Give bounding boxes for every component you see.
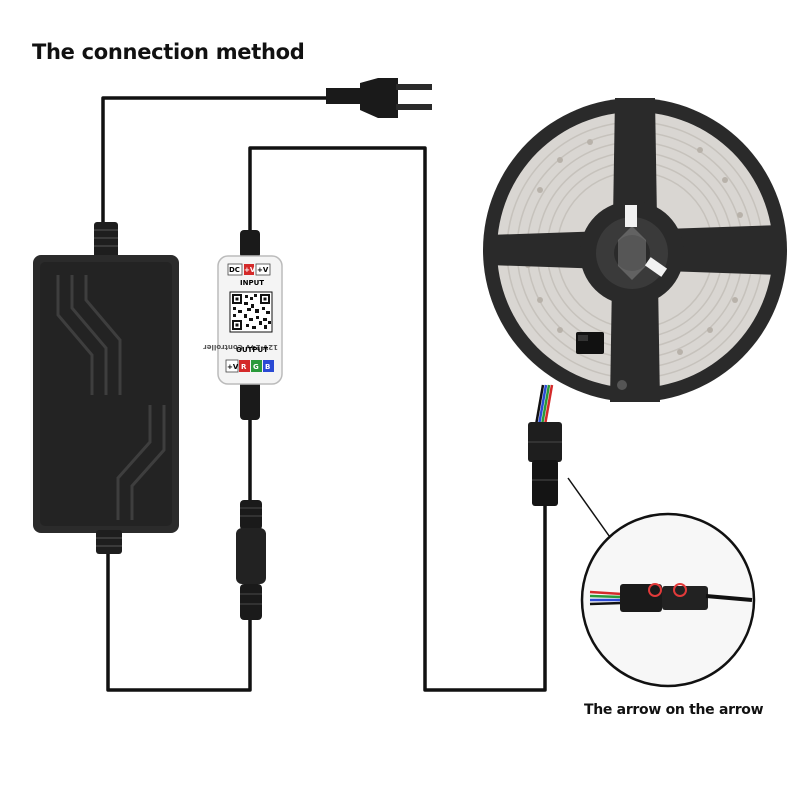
pin-dc: DC — [229, 266, 240, 274]
power-plug — [326, 78, 432, 118]
qr-code — [229, 291, 273, 333]
connector-detail — [580, 512, 756, 688]
adapter-to-plug-wire — [101, 96, 330, 230]
controller-input-pins: DC +V +V INPUT — [227, 263, 271, 287]
led-connector — [528, 422, 562, 506]
controller-to-strip-wire — [248, 146, 547, 692]
controller-output-pins: OUTPUT +V R G B — [225, 346, 274, 373]
led-strip-reel — [483, 98, 787, 402]
input-label: INPUT — [240, 279, 264, 287]
dc-connector — [236, 500, 266, 620]
pin-v1: +V — [244, 266, 256, 274]
rgb-wires — [534, 384, 554, 426]
callout-line — [567, 477, 613, 541]
detail-caption: The arrow on the arrow — [584, 702, 764, 718]
pin-out-b: B — [265, 363, 270, 371]
adapter-to-dc-wire — [106, 548, 252, 692]
power-adapter — [33, 222, 179, 554]
pin-out-r: R — [241, 363, 247, 371]
pin-out-g: G — [253, 363, 259, 371]
pin-v2: +V — [257, 266, 269, 274]
pin-out-v: +V — [227, 363, 239, 371]
output-label: OUTPUT — [236, 346, 268, 354]
diagram-title: The connection method — [32, 40, 305, 64]
controller-side-text: 12V-24V Controller — [203, 343, 278, 351]
rgb-controller: DC +V +V INPUT 12V-24V Controller OUTPUT — [203, 230, 283, 420]
